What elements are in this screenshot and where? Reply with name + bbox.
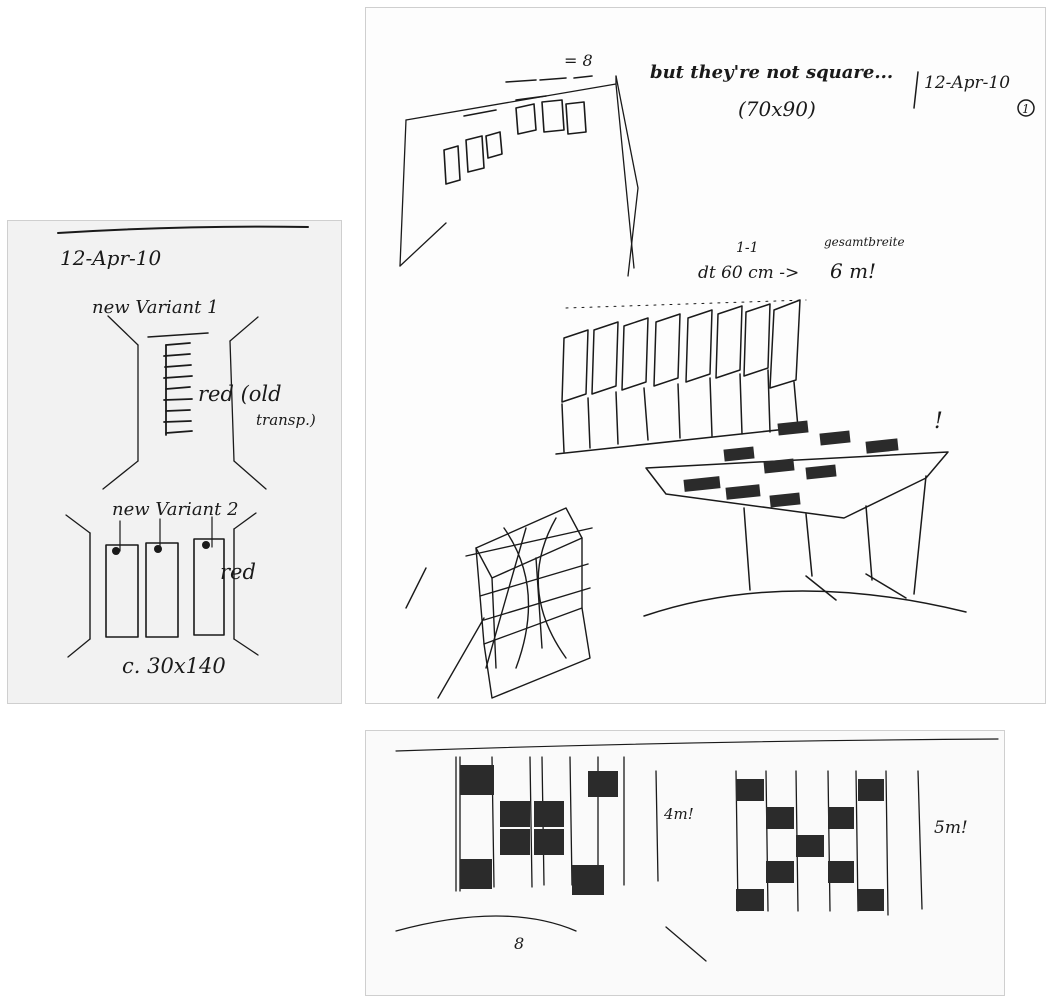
variant-2-sketch [66, 513, 258, 657]
variant-1-note-line2: transp.) [256, 411, 316, 429]
height-5m: 5m! [934, 818, 968, 838]
layout-4m-sketch: 4m! [456, 757, 694, 895]
total-width: 6 m! [830, 259, 876, 283]
variant-1-label: new Variant 1 [92, 297, 219, 318]
size-text: (70x90) [738, 97, 816, 121]
panel-wall-sketch [556, 300, 966, 616]
exclaim-mark: ! [934, 409, 943, 434]
bottom-mark: 8 [514, 934, 524, 953]
remark-text: but they're not square... [650, 62, 893, 83]
count-note: = 8 [564, 51, 593, 70]
layout-5m-sketch: 5m! [736, 771, 968, 915]
sketch-sheet-bottom: 4m! 5m! 8 [365, 730, 1005, 996]
sketch-drawing-bottom: 4m! 5m! 8 [366, 731, 1005, 996]
sketch-sheet-main: = 8 but they're not square... (70x90) 12… [365, 7, 1046, 704]
dimension-label: c. 30x140 [122, 654, 226, 678]
sketch-drawing-main: = 8 but they're not square... (70x90) 12… [366, 8, 1046, 704]
date-label: 12-Apr-10 [60, 246, 161, 270]
sketch-sheet-left: 12-Apr-10 new Variant 1 red (old transp.… [7, 220, 342, 704]
height-4m: 4m! [663, 805, 694, 823]
sketch-drawing-left: 12-Apr-10 new Variant 1 red (old transp.… [8, 221, 342, 704]
date-label-main: 12-Apr-10 [924, 73, 1010, 93]
variant-2-note: red [220, 560, 256, 584]
spacing-top: 1-1 [736, 240, 759, 256]
variant-1-note-line1: red (old [198, 382, 282, 406]
cube-sketch [406, 508, 592, 698]
variant-2-label: new Variant 2 [112, 499, 239, 520]
room-perspective-sketch [400, 76, 638, 276]
spacing-label: dt 60 cm -> [698, 263, 799, 283]
page-marker: 1 [1022, 102, 1030, 116]
total-width-label: gesamtbreite [824, 235, 905, 249]
